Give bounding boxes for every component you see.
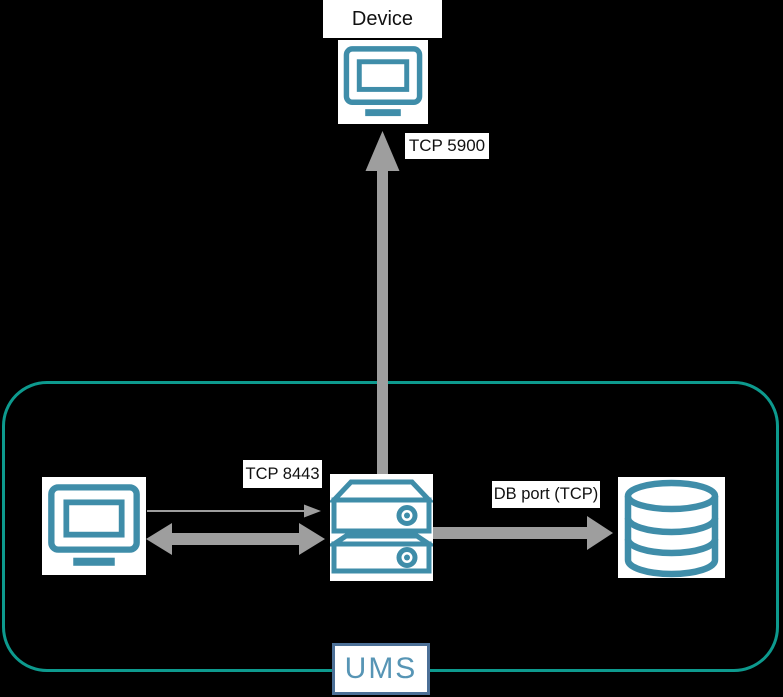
server-icon — [330, 479, 433, 574]
device-label: Device — [323, 0, 442, 38]
monitor-icon — [343, 46, 423, 117]
device-node — [338, 40, 428, 124]
ums-server-node — [330, 474, 433, 581]
tcp-8443-label: TCP 8443 — [243, 460, 322, 488]
tcp-5900-label: TCP 5900 — [405, 133, 489, 159]
monitor-icon — [48, 484, 140, 566]
ums-label: UMS — [332, 643, 430, 695]
db-port-label: DB port (TCP) — [492, 481, 600, 508]
tcp-5900-arrow — [365, 131, 400, 474]
tcp-8443-thin-arrow — [147, 504, 321, 518]
admin-console-node — [42, 477, 146, 575]
database-icon — [624, 479, 719, 578]
db-port-arrow — [433, 516, 613, 550]
tcp-8443-double-arrow — [146, 523, 325, 555]
database-node — [618, 477, 725, 578]
